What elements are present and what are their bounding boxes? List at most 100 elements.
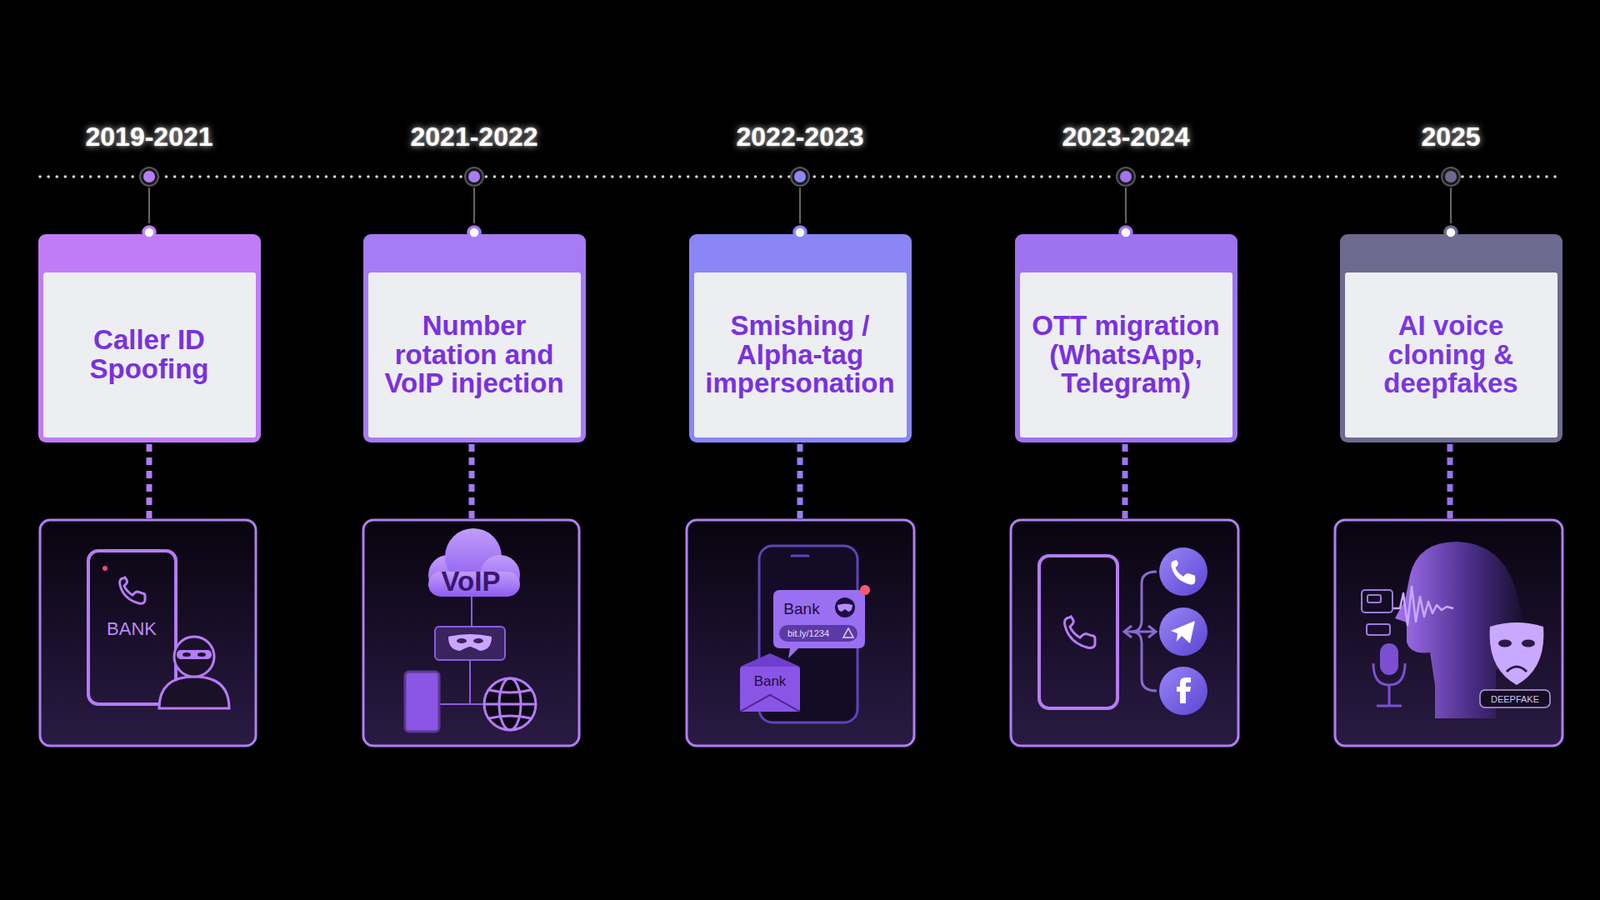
icon-boxes-part: [40, 520, 256, 746]
cloud-shape: [428, 528, 520, 597]
hacker-icon: [159, 636, 230, 709]
sender-name: Bank: [783, 600, 820, 617]
theatre-mask-part: [1521, 640, 1535, 648]
card-title: Number rotation and VoIP injection: [371, 311, 578, 399]
phone-outline: [88, 550, 176, 705]
timeline-dots-part: [465, 167, 484, 186]
message-bubble: [773, 590, 865, 659]
tick-lines-part: [1125, 187, 1127, 224]
leader-lines-part: [1122, 444, 1129, 519]
microphone-icon-part: [1388, 685, 1391, 705]
card-body: Smishing / Alpha-tag impersonation: [694, 272, 907, 438]
tick-lines-part: [799, 187, 801, 224]
timeline-dots-part: [1445, 170, 1457, 183]
app-circles: [1159, 547, 1208, 715]
microphone-icon: [1373, 643, 1405, 706]
theatre-mask-part: [1506, 666, 1527, 672]
warning-icon: [843, 628, 854, 638]
deepfake-illustration: [1361, 541, 1550, 719]
timeline-dots-part: [794, 170, 806, 183]
link-lines: [439, 660, 485, 705]
timeline-dots-part: [1116, 167, 1135, 186]
globe-icon: [484, 678, 536, 730]
spoof-illustration: [88, 550, 230, 709]
card-body: Caller ID Spoofing: [43, 272, 256, 438]
icon-boxes-part: [1010, 520, 1239, 746]
caller-name: BANK: [106, 620, 157, 639]
theatre-mask-part: [1490, 622, 1545, 685]
voice-waveform: [1393, 586, 1454, 625]
deepfake-tag-text: DEEPFAKE: [1490, 695, 1540, 705]
card-title: AI voice cloning & deepfakes: [1348, 311, 1555, 399]
timeline-card: Number rotation and VoIP injection: [363, 234, 586, 443]
hacker-icon-part: [159, 676, 230, 709]
deepfake-tag: [1480, 690, 1550, 708]
timeline-dots-part: [1120, 170, 1132, 183]
whatsapp-glyph: [1170, 560, 1195, 585]
voip-illustration: [405, 528, 536, 732]
envelope-icon-part: [740, 695, 800, 712]
card-title: Smishing / Alpha-tag impersonation: [697, 311, 904, 399]
card-body: AI voice cloning & deepfakes: [1345, 272, 1558, 438]
status-dot: [102, 565, 108, 571]
scam-mask-icon: [835, 597, 855, 618]
timeline-card: Caller ID Spoofing: [38, 234, 261, 443]
card-dots: [143, 226, 1457, 239]
two-way-arrow-part: [1148, 625, 1156, 638]
ui-cards-part: [1367, 595, 1381, 603]
globe-icon-part: [489, 690, 531, 719]
two-way-arrow-part: [1125, 630, 1155, 634]
globe-icon-part: [484, 678, 536, 730]
year-label: 2019-2021: [85, 123, 213, 150]
handset-icon: [1065, 616, 1095, 649]
icon-boxes-part: [1335, 520, 1563, 746]
envelope-icon: [740, 653, 800, 712]
timeline-card: OTT migration (WhatsApp, Telegram): [1015, 234, 1238, 443]
facebook-glyph: [1176, 677, 1191, 704]
envelope-icon-part: [740, 653, 800, 667]
telegram-glyph: [1170, 620, 1195, 644]
app-circles-part: [1159, 547, 1208, 596]
timeline-card: Smishing / Alpha-tag impersonation: [689, 234, 912, 443]
timeline-dots-part: [140, 167, 159, 186]
timeline-dots-part: [468, 170, 480, 183]
alert-dot: [860, 585, 870, 595]
hacker-icon-part: [174, 636, 215, 677]
cloud-label: VoIP: [441, 567, 501, 595]
icon-boxes-part: [686, 520, 915, 746]
scam-mask-icon-part: [837, 604, 853, 613]
mask-box-part: [448, 634, 492, 651]
globe-icon-part: [484, 703, 536, 706]
microphone-icon-part: [1380, 643, 1399, 675]
link-lines-part: [439, 703, 485, 705]
phone-outline: [1039, 555, 1118, 709]
card-title: OTT migration (WhatsApp, Telegram): [1023, 311, 1230, 399]
two-way-arrow: [1124, 625, 1156, 638]
card-dots-part: [468, 226, 480, 239]
timeline-dots: [140, 167, 1460, 186]
theatre-mask: [1490, 622, 1545, 685]
card-body: Number rotation and VoIP injection: [368, 272, 581, 438]
ott-illustration: [1039, 547, 1208, 715]
tick-lines-part: [473, 187, 475, 224]
leader-lines-part: [146, 444, 153, 519]
scam-mask-icon-part: [835, 597, 855, 618]
microphone-icon-part: [1376, 705, 1402, 708]
link-pill: [779, 625, 858, 642]
hacker-icon-part: [176, 650, 212, 660]
leader-lines: [149, 444, 1450, 519]
app-circles-part: [1159, 607, 1208, 656]
card-dots-part: [143, 226, 155, 239]
handset-icon: [120, 577, 145, 604]
link-text: bit.ly/1234: [787, 629, 830, 639]
ui-cards-part: [1361, 590, 1393, 613]
phone-speaker: [791, 555, 809, 558]
timeline-dots-part: [1441, 167, 1460, 186]
mask-box-part: [473, 638, 484, 644]
icon-boxes: [40, 520, 1563, 746]
tick-lines-part: [148, 187, 150, 224]
timeline-dots-part: [790, 167, 810, 186]
mask-box-part: [435, 626, 505, 660]
card-title: Caller ID Spoofing: [46, 325, 253, 384]
card-dots-part: [1445, 226, 1457, 239]
